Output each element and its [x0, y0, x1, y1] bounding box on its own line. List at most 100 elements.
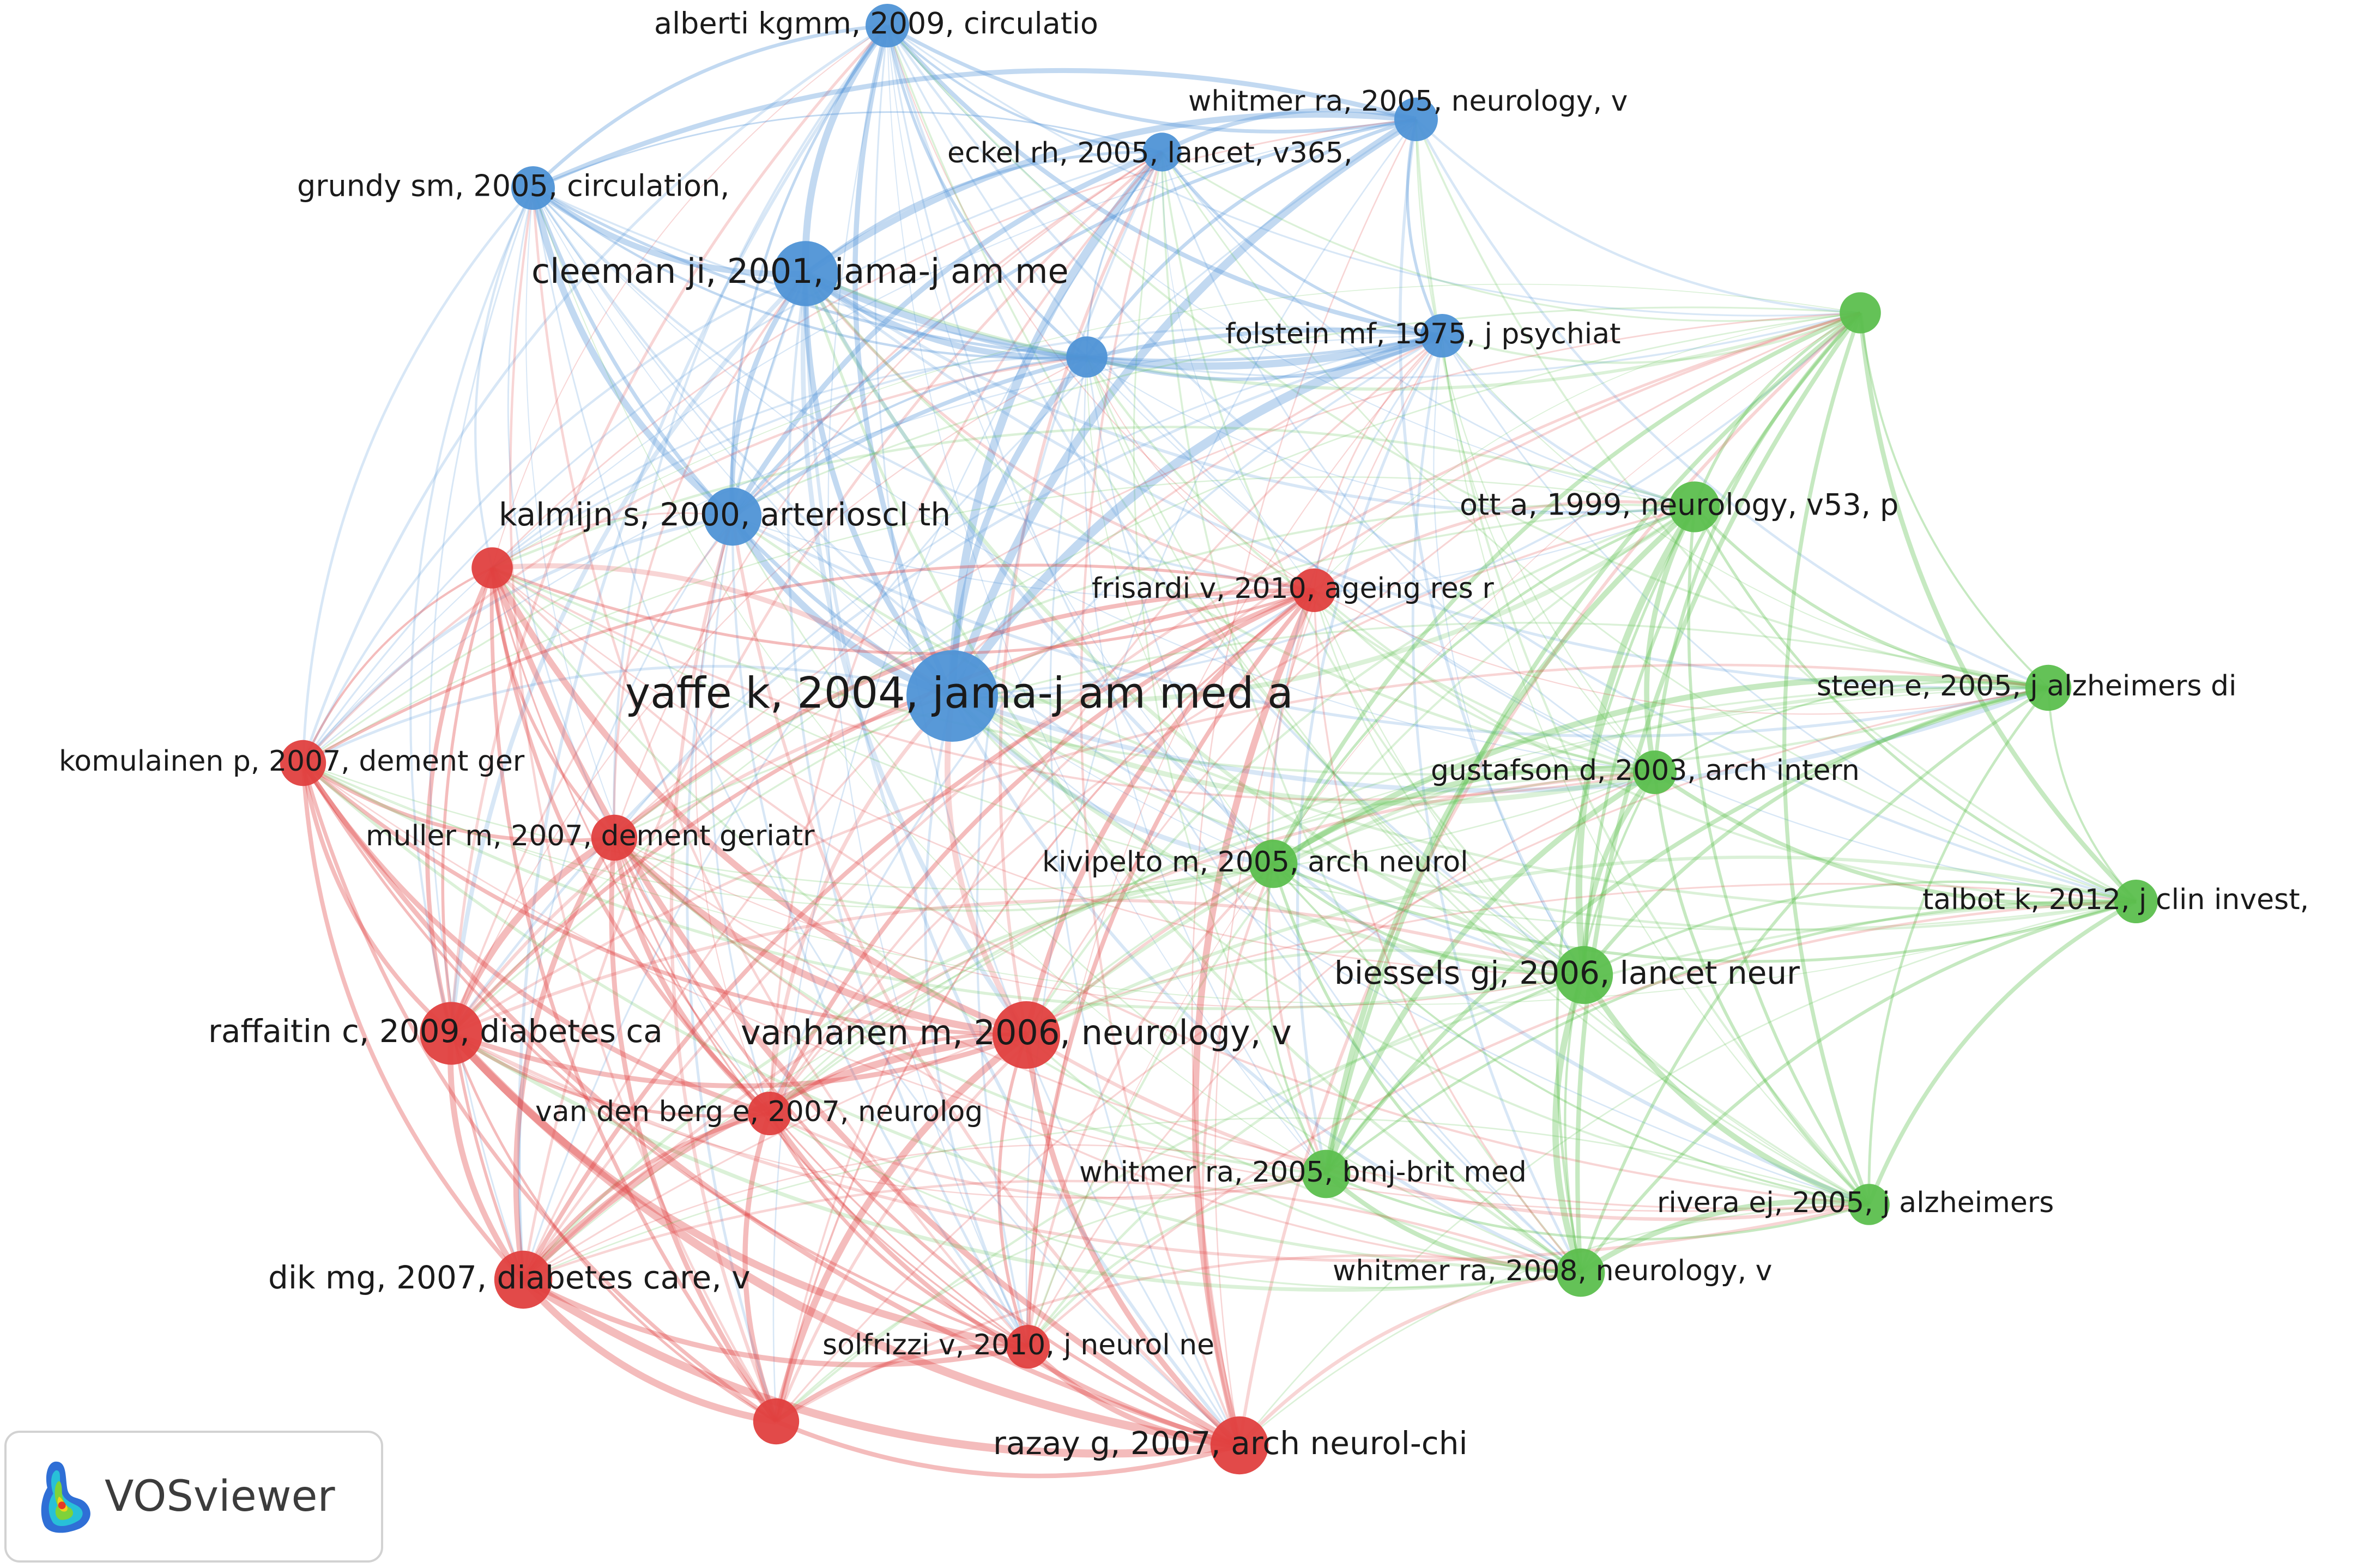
network-link	[450, 334, 1443, 1034]
network-link	[1026, 1345, 1240, 1448]
network-link	[1238, 311, 1861, 1446]
network-link	[491, 567, 616, 839]
network-node-grundy[interactable]	[511, 166, 555, 210]
network-link	[303, 762, 1655, 891]
network-link	[1191, 119, 1417, 1446]
network-node-ott[interactable]	[1669, 481, 1720, 532]
network-link	[492, 566, 1315, 655]
network-node-whitmer08[interactable]	[1556, 1248, 1605, 1297]
network-link	[1025, 119, 1417, 1347]
network-link	[952, 312, 1861, 697]
network-node-kivipelto[interactable]	[1249, 839, 1298, 888]
network-node-whitmer05b[interactable]	[1302, 1149, 1351, 1198]
network-link	[1653, 771, 2137, 906]
network-link	[742, 1112, 779, 1422]
network-link	[533, 187, 1327, 1175]
network-link	[1323, 505, 1697, 1175]
network-link	[450, 663, 2049, 1034]
network-link	[802, 23, 891, 274]
network-link	[729, 272, 808, 517]
network-link	[609, 837, 778, 1423]
network-link	[731, 516, 2137, 910]
network-node-muller[interactable]	[591, 814, 638, 861]
network-link	[951, 695, 1870, 1206]
network-node-kalmijn[interactable]	[703, 487, 762, 546]
network-link	[301, 762, 1029, 1348]
node-label-grundy: grundy sm, 2005, circulation,	[297, 169, 729, 203]
network-link	[1313, 589, 1655, 774]
network-node-biessels[interactable]	[1554, 946, 1613, 1004]
network-node-talbot[interactable]	[2114, 880, 2158, 923]
node-label-gustafson: gustafson d, 2003, arch intern	[1431, 754, 1860, 787]
network-link	[450, 25, 888, 1034]
node-label-biessels: biessels gj, 2006, lancet neur	[1334, 954, 1800, 991]
network-node-rivera[interactable]	[1848, 1184, 1890, 1225]
network-node-alberti[interactable]	[866, 4, 909, 47]
network-node-dik[interactable]	[494, 1250, 553, 1309]
network-link	[521, 1276, 1240, 1458]
network-link	[769, 1032, 1027, 1115]
network-link	[1653, 311, 1862, 773]
network-link	[1025, 686, 2049, 1037]
network-link	[886, 24, 1417, 134]
network-link	[1313, 335, 1443, 591]
network-link	[1086, 356, 1274, 864]
network-link	[1313, 589, 2137, 903]
network-link	[448, 1030, 1241, 1450]
network-link	[302, 567, 493, 764]
network-link	[800, 273, 1029, 1037]
network-link	[532, 187, 1240, 1446]
network-link	[1867, 899, 2137, 1206]
network-link	[525, 187, 770, 1114]
network-node-bluemid[interactable]	[1066, 336, 1108, 378]
network-link	[1272, 863, 1582, 1274]
network-node-vandenberg[interactable]	[748, 1092, 791, 1135]
network-link	[950, 694, 1274, 867]
network-link	[409, 187, 534, 1034]
network-link	[1399, 119, 1586, 976]
network-link	[1441, 335, 2137, 903]
network-node-redleft[interactable]	[471, 547, 513, 589]
network-node-cleeman[interactable]	[773, 241, 838, 306]
network-node-gustafson[interactable]	[1633, 750, 1677, 794]
network-link	[951, 693, 1656, 806]
network-node-solfrizzi[interactable]	[1006, 1325, 1050, 1369]
logo-text: VOSviewer	[105, 1472, 335, 1521]
network-node-komulainen[interactable]	[280, 740, 326, 786]
network-link	[669, 516, 778, 1422]
network-node-folstein[interactable]	[1420, 314, 1464, 358]
network-link	[1579, 1198, 1870, 1275]
network-link	[1161, 152, 1582, 1274]
network-link	[429, 187, 534, 1280]
network-link	[1693, 506, 2049, 689]
network-node-whitmer05n[interactable]	[1394, 98, 1438, 141]
network-link	[951, 694, 1584, 977]
network-link	[768, 151, 1163, 1114]
network-node-raffaitin[interactable]	[420, 1002, 483, 1065]
network-link	[450, 898, 1584, 1035]
network-node-eckel[interactable]	[1142, 132, 1182, 172]
network-node-greentop[interactable]	[1840, 292, 1881, 334]
network-link	[302, 761, 1581, 1274]
network-link	[1406, 119, 1444, 337]
network-link	[775, 589, 1315, 1422]
network-link	[1161, 152, 1655, 773]
network-link	[301, 187, 534, 764]
network-node-yaffe[interactable]	[906, 650, 998, 742]
network-node-steen[interactable]	[2025, 664, 2072, 711]
network-link	[531, 23, 888, 190]
network-link	[489, 566, 1028, 1038]
network-link	[951, 695, 1582, 1274]
network-node-vanhanen[interactable]	[993, 1001, 1060, 1069]
network-link	[303, 118, 1417, 764]
network-node-redbottom[interactable]	[753, 1398, 800, 1445]
network-link	[769, 335, 1443, 1114]
network-node-frisardi[interactable]	[1292, 568, 1336, 612]
network-link	[827, 25, 1029, 1347]
network-link	[976, 152, 1163, 1347]
network-link	[451, 312, 1861, 1034]
network-node-razay[interactable]	[1210, 1416, 1269, 1475]
network-link	[803, 273, 1241, 1446]
network-link	[1027, 335, 1443, 1347]
